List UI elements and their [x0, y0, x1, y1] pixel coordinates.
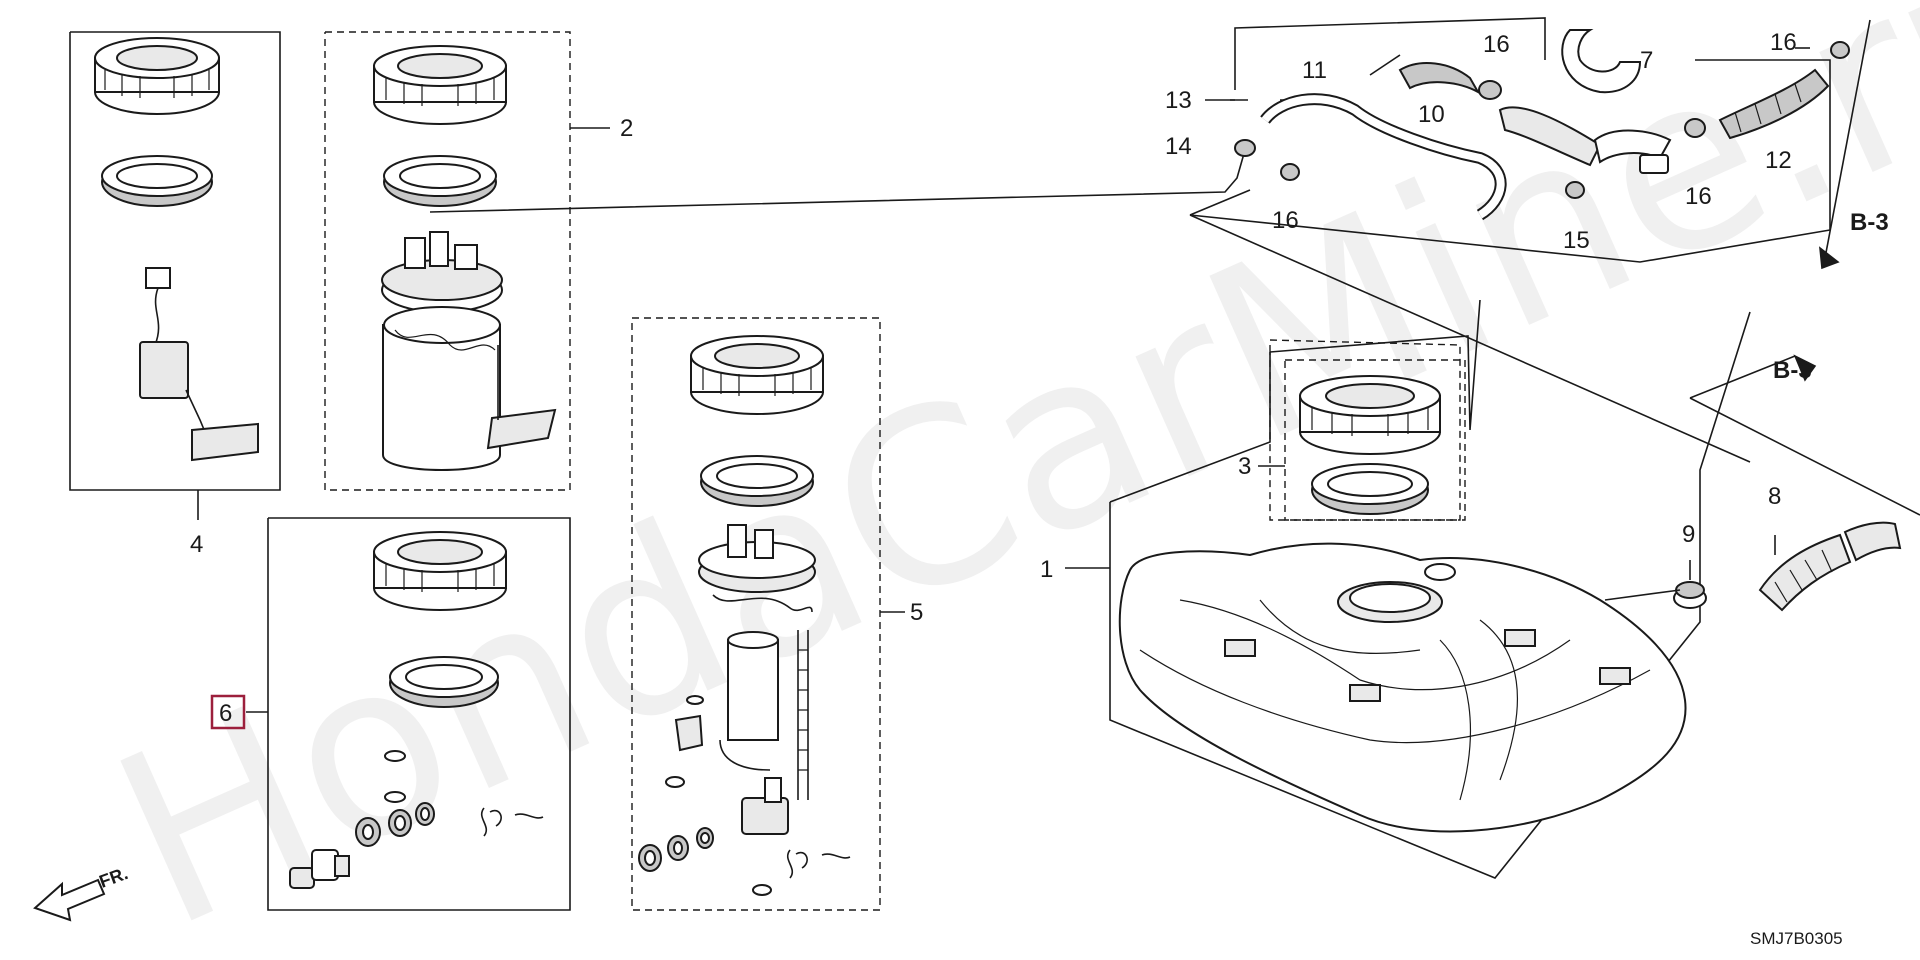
- callout-3: 3: [1238, 453, 1251, 480]
- highlight-box: [210, 694, 246, 730]
- reference-label-b3-mid[interactable]: B-3: [1773, 357, 1812, 384]
- lock-ring-icon: [94, 37, 220, 115]
- box-part-4: [69, 31, 281, 520]
- callout-11: 11: [1302, 57, 1327, 84]
- callout-labels: 1 2 3 4 5 6 7 8 9 10 11 12 13 14 15 16 1…: [190, 29, 1797, 727]
- gasket-icon: [101, 155, 213, 207]
- box-breather-assembly: [1189, 17, 1871, 463]
- callout-5: 5: [910, 599, 923, 626]
- gasket-icon: [700, 455, 814, 507]
- callout-16-b: 16: [1272, 207, 1299, 234]
- callout-12: 12: [1765, 147, 1792, 174]
- callout-4: 4: [190, 531, 203, 558]
- front-direction-arrow-icon: FR.: [33, 863, 131, 922]
- callout-16-d: 16: [1770, 29, 1797, 56]
- small-hardware-icon: [289, 750, 544, 889]
- callout-13: 13: [1165, 87, 1192, 114]
- leader-lines: [429, 99, 1250, 213]
- fuel-pump-module-icon: [381, 231, 557, 471]
- gasket-icon: [389, 656, 499, 708]
- box-part-6: [210, 517, 571, 911]
- lock-ring-icon: [690, 335, 824, 415]
- callout-6: 6: [219, 700, 232, 727]
- callout-15: 15: [1563, 227, 1590, 254]
- lock-ring-icon: [373, 531, 507, 611]
- fuel-pump-assembly-icon: [638, 524, 851, 896]
- lock-ring-icon: [1299, 375, 1441, 455]
- diagram-code: SMJ7B0305: [1750, 929, 1843, 948]
- fuel-level-sender-icon: [139, 267, 259, 462]
- box-part-5: [631, 317, 905, 911]
- callout-16-a: 16: [1483, 31, 1510, 58]
- callout-1: 1: [1040, 556, 1053, 583]
- filler-hose-icon: [1604, 521, 1902, 612]
- fuel-tank-icon: [1118, 542, 1687, 833]
- callout-8: 8: [1768, 483, 1781, 510]
- callout-14: 14: [1165, 133, 1192, 160]
- callout-9: 9: [1682, 521, 1695, 548]
- gasket-icon: [1311, 463, 1429, 515]
- front-direction-label: FR.: [97, 863, 131, 892]
- callout-2: 2: [620, 115, 633, 142]
- box-part-2: [324, 31, 610, 491]
- gasket-icon: [383, 155, 497, 207]
- box-part-3: [1258, 359, 1466, 521]
- callout-16-c: 16: [1685, 183, 1712, 210]
- lock-ring-icon: [373, 45, 507, 125]
- reference-label-b3-top[interactable]: B-3: [1850, 209, 1889, 236]
- callout-7: 7: [1640, 47, 1653, 74]
- callout-10: 10: [1418, 101, 1445, 128]
